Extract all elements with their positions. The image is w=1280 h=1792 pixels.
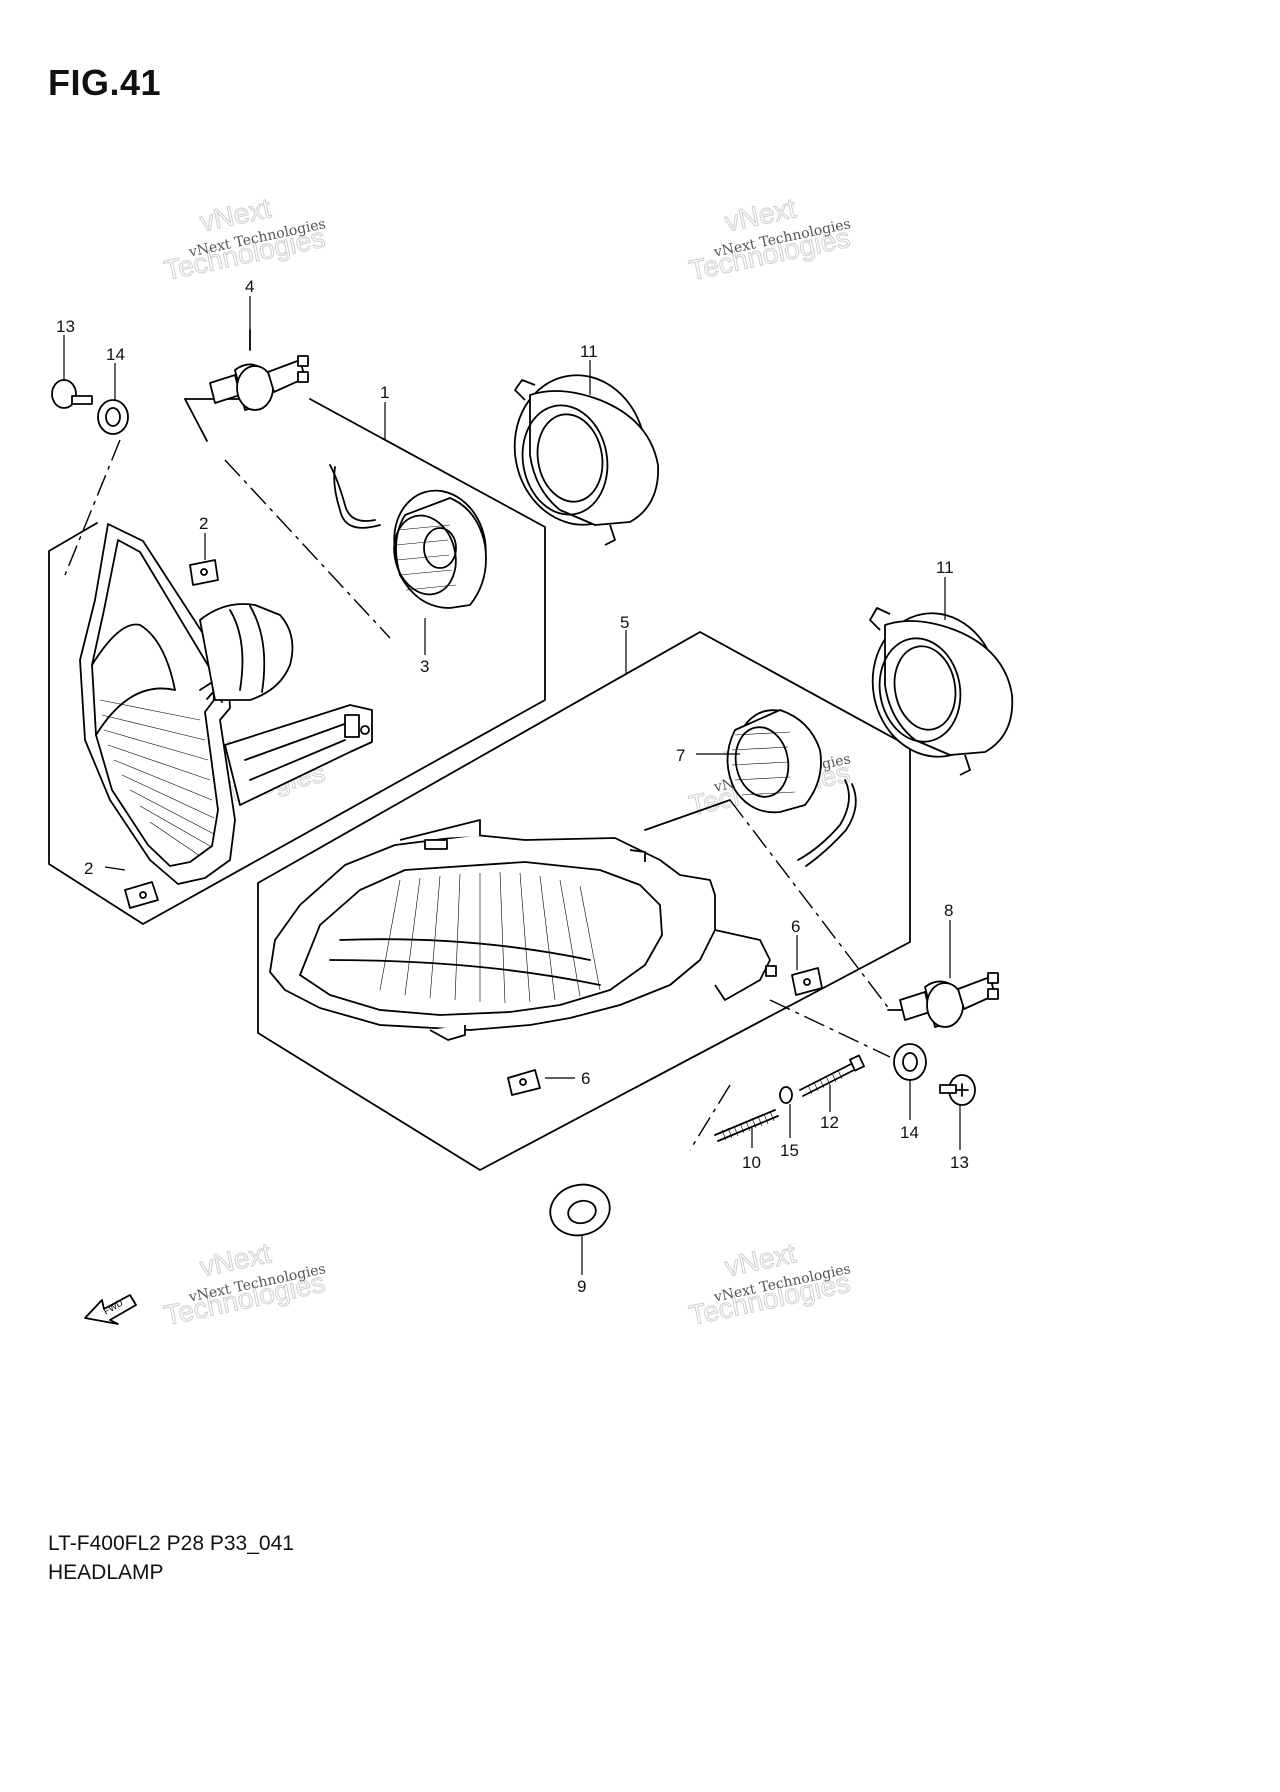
socket-ring-7 [726,709,857,867]
grommet-14-right [893,1043,927,1081]
washer-15 [779,1086,793,1104]
callout-12: 12 [820,1113,839,1132]
watermark-bottom-right: vNext Technologies vNext Technologies [686,1237,853,1332]
callout-11-upper: 11 [580,342,598,361]
part-name: HEADLAMP [48,1561,164,1584]
adaptor-ring-11-lower [869,607,1014,776]
headlamp-housing-left [79,523,373,885]
callout-9: 9 [577,1277,586,1296]
bulb-4 [209,329,309,411]
adaptor-ring-11-upper [513,374,659,546]
watermark-top-right: vNext Technologies vNext Technologies [686,192,853,287]
callout-10: 10 [742,1153,761,1172]
callout-3: 3 [420,657,429,676]
bulb-8 [899,972,999,1028]
callout-13-left: 13 [56,317,75,336]
figure-title: FIG.41 [48,62,162,103]
clip-6-lower [507,1069,541,1096]
model-code: LT-F400FL2 P28 P33_041 [48,1532,294,1555]
headlamp-housing-right [269,819,777,1041]
clip-2-lower [124,881,159,909]
watermark-bottom-left: vNext Technologies vNext Technologies [161,1237,328,1332]
socket-ring-3 [329,464,487,609]
screw-13-left [51,379,93,409]
clip-2-upper [189,559,219,586]
callout-11-lower: 11 [936,558,954,577]
grommet-14-left [97,399,129,435]
assembly-1-outline [48,398,546,925]
callout-8: 8 [944,901,953,920]
callout-6-lower: 6 [581,1069,590,1088]
callout-14-left: 14 [106,345,125,364]
seal-9 [549,1183,611,1237]
adjust-screw-12 [799,1054,865,1097]
callout-7: 7 [676,746,685,765]
screw-13-right [939,1074,976,1106]
watermark-top-left: vNext Technologies vNext Technologies [161,192,328,287]
callout-13-right: 13 [950,1153,969,1172]
clip-6-upper [791,967,823,996]
callout-1: 1 [380,383,389,402]
fwd-arrow-icon: FWD [84,1294,137,1325]
callout-5: 5 [620,613,629,632]
callout-2-upper: 2 [199,514,208,533]
callout-2-lower: 2 [84,859,93,878]
callout-6-upper: 6 [791,917,800,936]
callout-14-right: 14 [900,1123,919,1142]
spring-10 [714,1109,779,1142]
callout-4: 4 [245,277,254,296]
callout-15: 15 [780,1141,799,1160]
assembly-5-outline [257,631,911,1171]
